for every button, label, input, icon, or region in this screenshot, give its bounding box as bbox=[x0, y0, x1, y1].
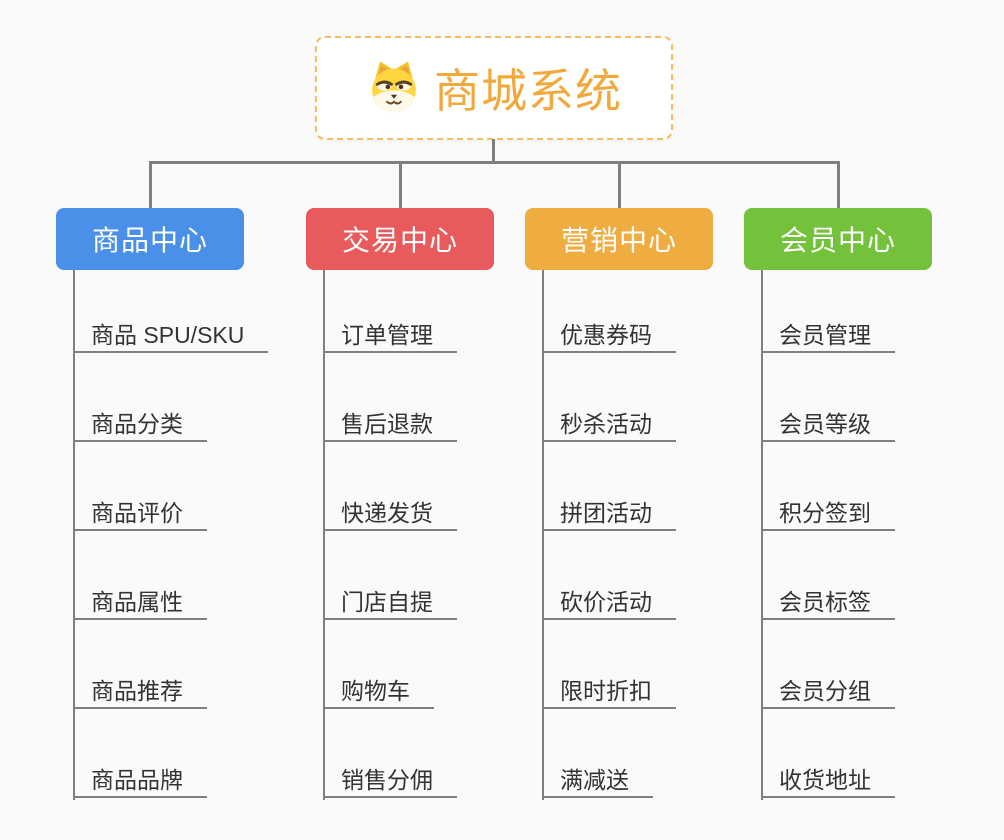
mindmap-item[interactable]: 会员管理 bbox=[761, 319, 895, 353]
mindmap-item[interactable]: 商品品牌 bbox=[73, 764, 207, 798]
branch-trunk-line bbox=[73, 270, 75, 800]
connector-drop-products bbox=[149, 161, 152, 209]
mindmap-item[interactable]: 商品 SPU/SKU bbox=[73, 319, 269, 353]
mindmap-item[interactable]: 售后退款 bbox=[323, 408, 457, 442]
branch-members: 会员中心 会员管理 会员等级 积分签到 会员标签 会员分组 收货地址 bbox=[744, 208, 994, 808]
branch-products: 商品中心 商品 SPU/SKU 商品分类 商品评价 商品属性 商品推荐 商品品牌 bbox=[56, 208, 306, 808]
mindmap-item[interactable]: 积分签到 bbox=[761, 497, 895, 531]
branch-node-trade[interactable]: 交易中心 bbox=[306, 208, 494, 270]
branch-node-members[interactable]: 会员中心 bbox=[744, 208, 932, 270]
branch-trade: 交易中心 订单管理 售后退款 快递发货 门店自提 购物车 销售分佣 bbox=[306, 208, 556, 808]
connector-drop-members bbox=[837, 161, 840, 209]
branch-trunk-line bbox=[542, 270, 544, 800]
mindmap-item[interactable]: 秒杀活动 bbox=[542, 408, 676, 442]
mindmap-item[interactable]: 购物车 bbox=[323, 675, 434, 709]
branch-trunk-line bbox=[323, 270, 325, 800]
mindmap-item[interactable]: 会员等级 bbox=[761, 408, 895, 442]
mindmap-item[interactable]: 门店自提 bbox=[323, 586, 457, 620]
branch-marketing: 营销中心 优惠券码 秒杀活动 拼团活动 砍价活动 限时折扣 满减送 bbox=[525, 208, 775, 808]
mindmap-item[interactable]: 商品属性 bbox=[73, 586, 207, 620]
connector-root-stub bbox=[492, 139, 495, 163]
branch-node-products[interactable]: 商品中心 bbox=[56, 208, 244, 270]
mindmap-item[interactable]: 订单管理 bbox=[323, 319, 457, 353]
mindmap-item[interactable]: 拼团活动 bbox=[542, 497, 676, 531]
mindmap-item[interactable]: 限时折扣 bbox=[542, 675, 676, 709]
root-title: 商城系统 bbox=[434, 65, 622, 117]
dog-icon bbox=[366, 58, 422, 119]
branch-node-marketing[interactable]: 营销中心 bbox=[525, 208, 713, 270]
root-node[interactable]: 商城系统 bbox=[315, 36, 673, 140]
connector-drop-marketing bbox=[618, 161, 621, 209]
mindmap-item[interactable]: 会员标签 bbox=[761, 586, 895, 620]
mindmap-item[interactable]: 满减送 bbox=[542, 764, 653, 798]
mindmap-item[interactable]: 快递发货 bbox=[323, 497, 457, 531]
mindmap-item[interactable]: 商品评价 bbox=[73, 497, 207, 531]
mindmap-item[interactable]: 会员分组 bbox=[761, 675, 895, 709]
mindmap-item[interactable]: 优惠券码 bbox=[542, 319, 676, 353]
mindmap-item[interactable]: 商品分类 bbox=[73, 408, 207, 442]
mindmap-item[interactable]: 销售分佣 bbox=[323, 764, 457, 798]
connector-horizontal-bar bbox=[149, 161, 840, 164]
branch-trunk-line bbox=[761, 270, 763, 800]
connector-drop-trade bbox=[399, 161, 402, 209]
mindmap-item[interactable]: 砍价活动 bbox=[542, 586, 676, 620]
mindmap-item[interactable]: 商品推荐 bbox=[73, 675, 207, 709]
mindmap-item[interactable]: 收货地址 bbox=[761, 764, 895, 798]
